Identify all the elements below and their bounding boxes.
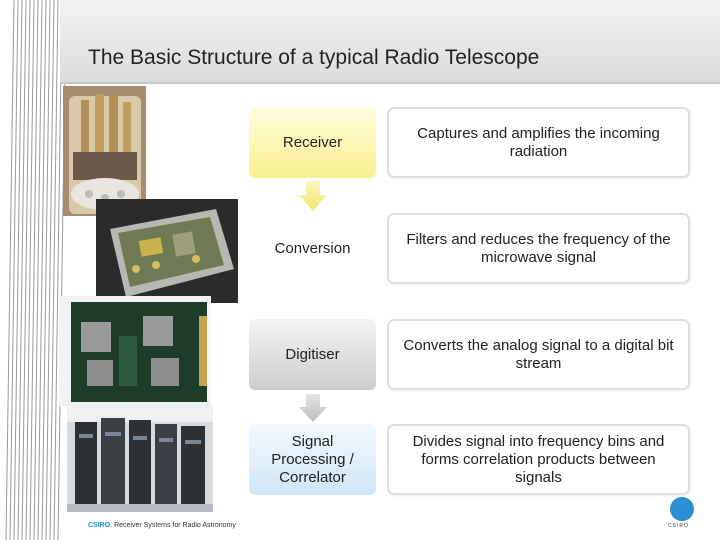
slide-title: The Basic Structure of a typical Radio T…: [88, 46, 540, 69]
stage-correlator: Signal Processing / Correlator: [249, 424, 376, 495]
stage-label: Digitiser: [285, 345, 340, 363]
description-receiver: Captures and amplifies the incoming radi…: [387, 107, 690, 178]
description-correlator: Divides signal into frequency bins and f…: [387, 424, 690, 495]
down-arrow-icon: [299, 394, 327, 422]
down-arrow-icon: [299, 181, 327, 211]
description-digitiser: Converts the analog signal to a digital …: [387, 319, 690, 390]
footer-text: Receiver Systems for Radio Astronomy: [114, 522, 236, 529]
description-text: Divides signal into frequency bins and f…: [412, 432, 665, 486]
stage-label: Receiver: [282, 133, 343, 151]
conversion-module-photo: [96, 199, 238, 303]
stage-receiver: Receiver: [249, 107, 376, 178]
stage-label: Signal Processing / Correlator: [271, 432, 354, 486]
stage-digitiser: Digitiser: [249, 319, 376, 390]
stage-label: Conversion: [274, 239, 351, 257]
footer-brand: CSIRO.: [88, 522, 113, 529]
decorative-stripes: [5, 0, 67, 540]
description-conversion: Filters and reduces the frequency of the…: [387, 213, 690, 284]
digitiser-board-photo: [59, 296, 211, 406]
description-text: Converts the analog signal to a digital …: [403, 336, 674, 372]
logo-text: CSIRO: [668, 523, 689, 529]
footer: CSIRO. Receiver Systems for Radio Astron…: [88, 522, 236, 529]
title-bar: [60, 0, 720, 84]
correlator-racks-photo: [67, 404, 213, 512]
stage-conversion: Conversion: [249, 213, 376, 284]
csiro-logo-icon: [670, 497, 694, 521]
description-text: Filters and reduces the frequency of the…: [406, 230, 671, 266]
description-text: Captures and amplifies the incoming radi…: [417, 124, 660, 160]
receiver-photo: [63, 86, 146, 216]
